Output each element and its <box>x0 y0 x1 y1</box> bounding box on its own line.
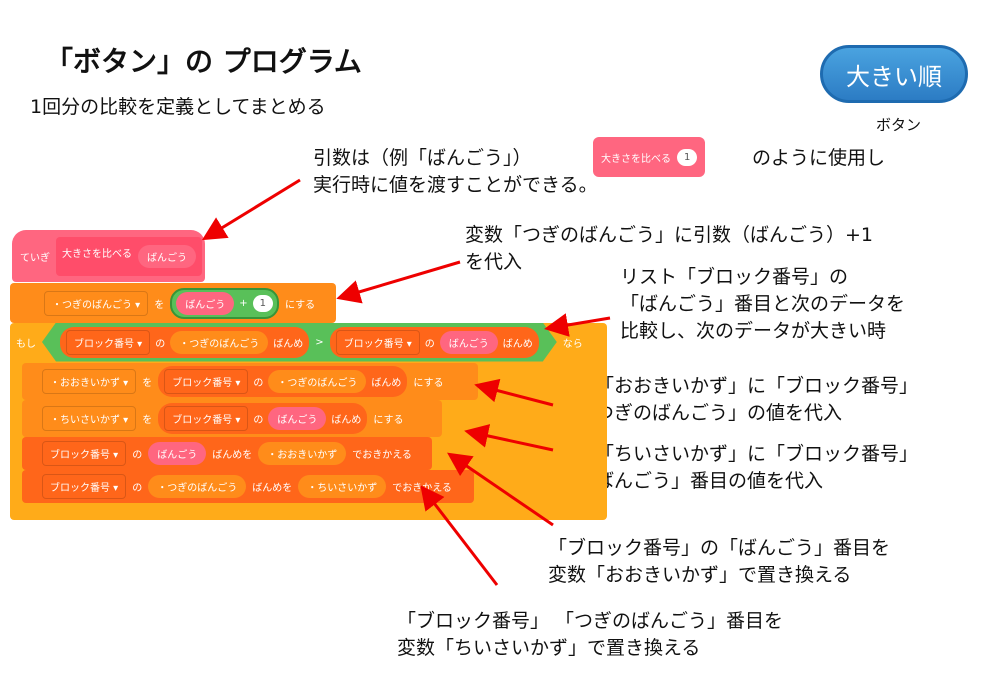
define-label: ていぎ <box>20 252 50 264</box>
text: にする <box>413 378 444 389</box>
arrow-icon <box>474 378 554 407</box>
list-dropdown[interactable]: ブロック番号 ▾ <box>164 406 249 431</box>
greater-than-operator: ブロック番号 ▾の・つぎのばんごうばんめ > ブロック番号 ▾のばんごうばんめ <box>42 323 557 362</box>
set-small-block[interactable]: ・ちいさいかず ▾ を ブロック番号 ▾ のばんごうばんめ にする <box>22 400 442 437</box>
define-prototype: 大きさを比べるばんごう <box>56 236 202 276</box>
text: 比較し、次のデータが大きい時 <box>620 320 887 342</box>
note-args-1: 引数は（例「ばんごう」） <box>313 147 532 169</box>
arrow-icon <box>201 178 301 241</box>
arrow-icon <box>336 260 461 304</box>
variable-reporter[interactable]: ・つぎのばんごう <box>170 331 268 354</box>
text: 変数「つぎのばんごう」に引数（ばんごう）+1 <box>465 224 874 246</box>
replace-item-block-2[interactable]: ブロック番号 ▾の・つぎのばんごうばんめを・ちいさいかずでおきかえる <box>22 470 474 503</box>
text: にする <box>284 299 316 311</box>
text: なら <box>562 338 583 350</box>
number-input[interactable]: 1 <box>252 294 273 312</box>
arrow-icon <box>544 313 611 337</box>
text: の <box>424 338 435 350</box>
text: の「つぎのばんごう」の値を代入 <box>557 402 843 424</box>
text: を <box>154 299 165 311</box>
if-block-arm <box>10 360 24 500</box>
param-reporter[interactable]: ばんごう <box>268 407 327 430</box>
variable-dropdown[interactable]: ・つぎのばんごう ▾ <box>44 290 149 316</box>
replace-item-block-1[interactable]: ブロック番号 ▾ のばんごうばんめを・おおきいかずでおきかえる <box>22 437 432 470</box>
text: にする <box>373 415 404 426</box>
subtitle: 1回分の比較を定義としてまとめる <box>30 96 326 118</box>
define-hat-block[interactable]: ていぎ 大きさを比べるばんごう <box>12 230 205 282</box>
note-replace-2: 「ブロック番号」 「つぎのばんごう」番目を変数「ちいさいかず」で置き換える <box>397 608 783 662</box>
note-assign-next: 変数「つぎのばんごう」に引数（ばんごう）+1 を代入 <box>465 222 873 276</box>
text: の <box>253 415 264 426</box>
text: の <box>253 378 264 389</box>
example-call-block: 大きさを比べる 1 <box>593 137 706 177</box>
function-name: 大きさを比べる <box>62 248 132 260</box>
text: ばんめを <box>252 483 293 494</box>
list-dropdown[interactable]: ブロック番号 ▾ <box>66 330 150 355</box>
list-dropdown[interactable]: ブロック番号 ▾ <box>164 369 249 394</box>
block-label: 大きさを比べる <box>601 153 671 165</box>
text: 「ブロック番号」 「つぎのばんごう」番目を <box>397 610 784 632</box>
note-args-2: のように使用し <box>752 147 886 169</box>
variable-dropdown[interactable]: ・おおきいかず ▾ <box>42 369 137 394</box>
text: ばんめ <box>331 415 362 426</box>
list-dropdown[interactable]: ブロック番号 ▾ <box>42 474 127 499</box>
text: ばんめ <box>371 378 402 389</box>
text: 「ブロック番号」の「ばんごう」番目を <box>548 537 891 559</box>
note-big: 変数「おおきいかず」に「ブロック番号」の「つぎのばんごう」の値を代入 <box>557 373 918 427</box>
text: 「ばんごう」番目と次のデータを <box>620 293 906 315</box>
set-next-block[interactable]: ・つぎのばんごう ▾ を ばんごう +1 にする <box>10 283 336 323</box>
param-reporter[interactable]: ばんごう <box>148 442 207 465</box>
text: 変数「おおきいかず」に「ブロック番号」 <box>557 375 919 397</box>
param-reporter[interactable]: ばんごう <box>138 244 196 268</box>
variable-reporter[interactable]: ・つぎのばんごう <box>268 370 367 393</box>
text: でおきかえる <box>352 450 412 461</box>
text: を <box>142 415 153 426</box>
text: の <box>155 338 166 350</box>
sort-descending-button[interactable]: 大きい順 <box>820 45 968 103</box>
text: を <box>142 378 153 389</box>
text: リスト「ブロック番号」の <box>620 266 849 288</box>
list-item-reporter: ブロック番号 ▾ の・つぎのばんごうばんめ <box>158 366 408 397</box>
if-header: もし ブロック番号 ▾の・つぎのばんごうばんめ > ブロック番号 ▾のばんごうば… <box>10 323 607 361</box>
arrow-icon <box>447 452 554 527</box>
text: ばんめ <box>273 338 304 350</box>
text: の <box>132 483 143 494</box>
arrow-icon <box>420 485 499 586</box>
set-big-block[interactable]: ・おおきいかず ▾ を ブロック番号 ▾ の・つぎのばんごうばんめ にする <box>22 363 478 400</box>
add-operator: ばんごう +1 <box>170 287 279 319</box>
note-small: 変数「ちいさいかず」に「ブロック番号」の「ばんごう」番目の値を代入 <box>557 441 918 495</box>
text: 変数「ちいさいかず」に「ブロック番号」 <box>557 443 919 465</box>
text: を代入 <box>465 251 523 273</box>
text: ばんめ <box>502 338 533 350</box>
text: の「ばんごう」番目の値を代入 <box>557 470 824 492</box>
list-dropdown[interactable]: ブロック番号 ▾ <box>42 441 127 466</box>
list-item-reporter: ブロック番号 ▾ の・つぎのばんごうばんめ <box>60 327 309 358</box>
text: の <box>132 450 143 461</box>
text: ばんめを <box>212 450 253 461</box>
variable-reporter[interactable]: ・ちいさいかず <box>298 475 387 498</box>
page-title: 「ボタン」の プログラム <box>45 45 362 78</box>
list-item-reporter: ブロック番号 ▾ のばんごうばんめ <box>158 403 368 434</box>
param-reporter[interactable]: ばんごう <box>176 291 235 315</box>
note-compare: リスト「ブロック番号」の「ばんごう」番目と次のデータを比較し、次のデータが大きい… <box>620 264 905 345</box>
arg-input[interactable]: 1 <box>677 148 698 166</box>
text: 変数「おおきいかず」で置き換える <box>548 564 852 586</box>
variable-dropdown[interactable]: ・ちいさいかず ▾ <box>42 406 137 431</box>
arrow-icon <box>464 424 554 452</box>
button-caption: ボタン <box>876 116 922 134</box>
text: + <box>239 297 248 309</box>
text: 変数「ちいさいかず」で置き換える <box>397 637 701 659</box>
list-dropdown[interactable]: ブロック番号 ▾ <box>336 330 420 355</box>
variable-reporter[interactable]: ・おおきいかず <box>258 442 347 465</box>
if-label: もし <box>16 338 36 350</box>
variable-reporter[interactable]: ・つぎのばんごう <box>148 475 247 498</box>
param-reporter[interactable]: ばんごう <box>440 331 498 354</box>
note-replace-1: 「ブロック番号」の「ばんごう」番目を変数「おおきいかず」で置き換える <box>548 535 890 589</box>
note-args-3: 実行時に値を渡すことができる。 <box>313 174 598 196</box>
list-item-reporter: ブロック番号 ▾ のばんごうばんめ <box>330 327 539 358</box>
text: > <box>315 336 324 348</box>
